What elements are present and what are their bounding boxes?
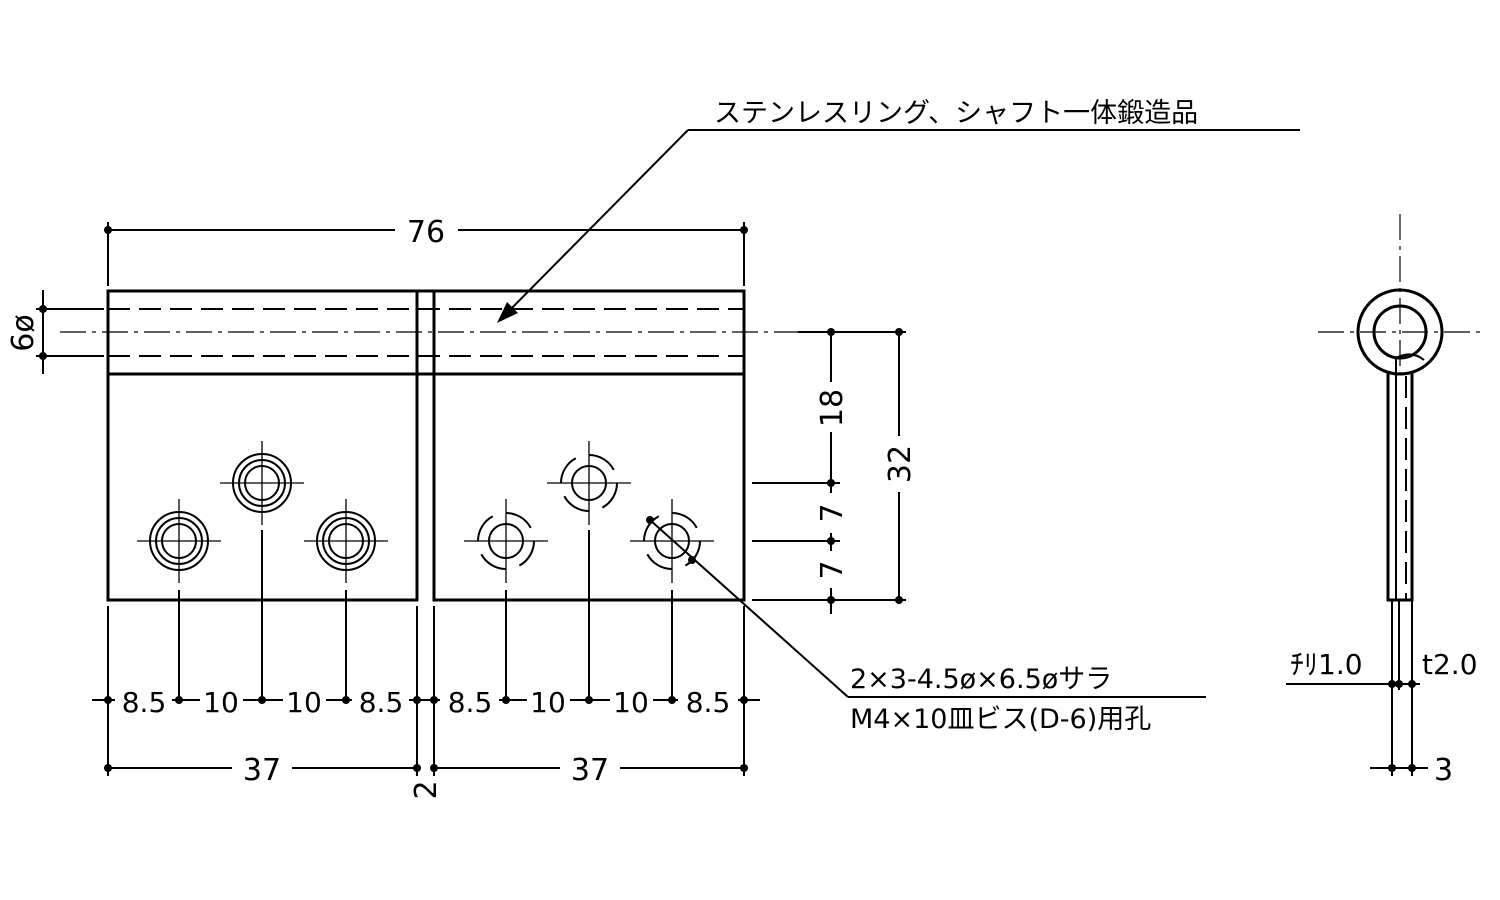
note-hole-leader (646, 516, 1206, 698)
dim-h-left-1: 8.5 (122, 686, 167, 719)
dim-bottom-lines (92, 530, 760, 776)
front-view (60, 289, 850, 602)
dim-side-width: 3 (1434, 753, 1453, 788)
dim-seven-lower: 7 (815, 560, 850, 579)
dim-h-right-2: 10 (530, 686, 566, 719)
dim-h-left-4: 8.5 (359, 686, 404, 719)
dim-overall-width-lines (104, 222, 748, 286)
left-hole-top (220, 441, 304, 525)
dim-seven-upper: 7 (815, 503, 850, 522)
side-view (1286, 214, 1482, 776)
note-hole-line2: M4×10皿ビス(D-6)用孔 (850, 704, 1151, 735)
dim-overall-width: 76 (407, 215, 445, 250)
dim-h-left-2: 10 (203, 686, 239, 719)
dim-h-right-1: 8.5 (448, 686, 493, 719)
note-forged-leader (497, 129, 1300, 323)
dim-leaf-right: 37 (571, 753, 609, 788)
dim-gap: 2 (409, 780, 444, 799)
dim-leaf-left: 37 (243, 753, 281, 788)
right-hole-left (464, 499, 548, 583)
left-hole-left (137, 499, 221, 583)
dim-h-left-3: 10 (286, 686, 322, 719)
right-hole-top (547, 441, 631, 525)
dim-thickness: t2.0 (1422, 648, 1478, 681)
note-forged: ステンレスリング、シャフト一体鍛造品 (714, 98, 1198, 129)
left-hole-right (304, 499, 388, 583)
dim-height-18: 18 (815, 389, 850, 427)
dim-shaft-dia-lines (36, 290, 104, 374)
dim-clearance: ﾁﾘ1.0 (1290, 648, 1363, 681)
dim-h-right-4: 8.5 (686, 686, 731, 719)
dim-shaft-dia: 6ø (6, 314, 41, 351)
dim-h-right-3: 10 (613, 686, 649, 719)
note-hole-line1: 2×3-4.5ø×6.5øサラ (850, 664, 1112, 695)
dim-vertical-lines (752, 328, 906, 614)
dim-height-32: 32 (883, 445, 918, 483)
